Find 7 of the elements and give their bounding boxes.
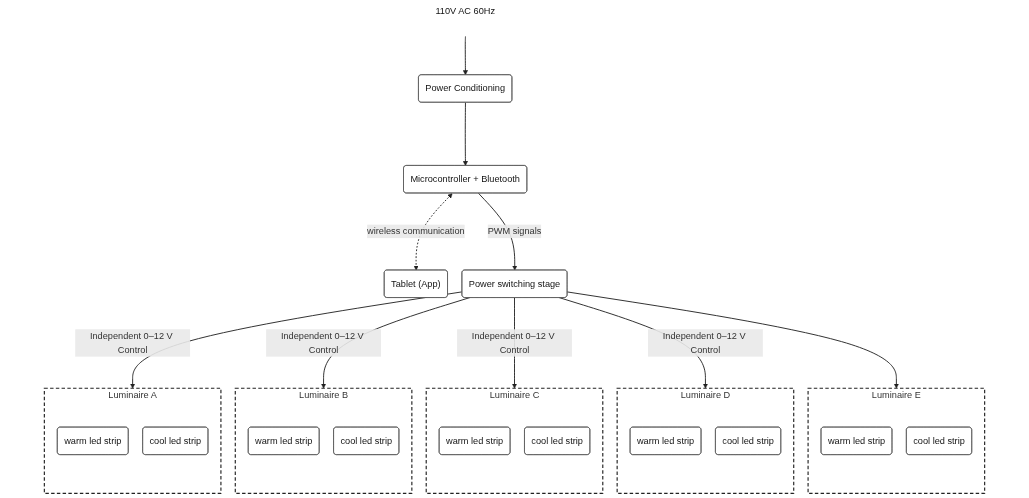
edge-label: PWM signals xyxy=(487,226,542,237)
edge-label: Independent 0–12 V Control xyxy=(89,330,173,355)
edge-label: Independent 0–12 V Control xyxy=(662,330,746,355)
edge-label: wireless communication xyxy=(367,226,465,237)
edge-label: Independent 0–12 V Control xyxy=(471,330,555,355)
edge-label: Independent 0–12 V Control xyxy=(280,330,364,355)
node-text: 110V AC 60Hz xyxy=(435,6,495,17)
